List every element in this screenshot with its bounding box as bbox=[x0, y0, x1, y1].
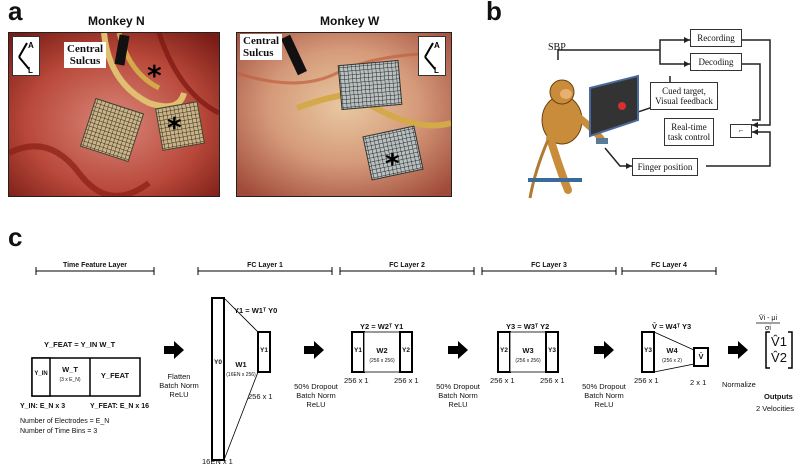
w4-label: W4(256 x 2) bbox=[662, 346, 682, 364]
finger-position-box: Finger position bbox=[632, 158, 698, 176]
photo-title-monkey-w: Monkey W bbox=[320, 14, 380, 28]
fc4-y3-dim: 256 x 1 bbox=[634, 376, 659, 385]
svg-text:*: * bbox=[385, 147, 400, 180]
brain-photo-n: * * bbox=[9, 33, 219, 196]
y3-label: Y3 bbox=[548, 347, 556, 354]
time-feature-layer-title: Time Feature Layer bbox=[62, 262, 128, 269]
central-sulcus-label-w: Central Sulcus bbox=[240, 34, 283, 60]
panel-label-b: b bbox=[486, 0, 502, 26]
monkey-icon bbox=[528, 79, 608, 199]
arrow-icon-5 bbox=[728, 341, 748, 359]
switch-icon: ⌐ bbox=[738, 126, 744, 135]
fc3-y2-label: Y2 bbox=[500, 347, 508, 354]
w1-label: W1(16EN x 256) bbox=[226, 360, 256, 378]
fc-layer-3-title: FC Layer 3 bbox=[531, 262, 567, 269]
y0-dim: 16EN x 1 bbox=[202, 457, 233, 466]
num-time-bins: Number of Time Bins = 3 bbox=[20, 428, 98, 435]
monitor-icon bbox=[589, 74, 639, 138]
y2-label: Y2 bbox=[402, 347, 410, 354]
w2-label: W2(256 x 256) bbox=[369, 346, 395, 364]
arrow-icon-2 bbox=[304, 341, 324, 359]
fc2-y1-dim: 256 x 1 bbox=[344, 376, 369, 385]
panel-label-a: a bbox=[8, 0, 23, 26]
brain-photo-w: * bbox=[237, 33, 451, 196]
y2-equation: Y2 = W2ᵀ Y1 bbox=[360, 322, 404, 331]
fc-layer-4-title: FC Layer 4 bbox=[651, 262, 687, 269]
photo-title-monkey-n: Monkey N bbox=[88, 14, 145, 28]
v-equation: V̄ = W4ᵀ Y3 bbox=[652, 322, 692, 331]
flatten-label: Flatten Batch Norm ReLU bbox=[159, 372, 199, 399]
y0-label: Y0 bbox=[214, 359, 222, 366]
yin-dim: Y_IN: E_N x 3 bbox=[20, 403, 66, 410]
yfeat-dim: Y_FEAT: E_N x 16 bbox=[90, 403, 150, 410]
output-v2: V̂2 bbox=[771, 350, 787, 365]
arrow-icon-4 bbox=[594, 341, 614, 359]
svg-text:A: A bbox=[434, 41, 440, 50]
svg-text:L: L bbox=[434, 66, 439, 75]
cued-target-box: Cued target, Visual feedback bbox=[650, 82, 718, 110]
vbar-label: V̄ bbox=[698, 352, 704, 361]
svg-text:L: L bbox=[28, 66, 33, 75]
realtime-task-box: Real-time task control bbox=[664, 118, 714, 146]
dropout-label-2: 50% Dropout Batch Norm ReLU bbox=[436, 382, 480, 409]
recording-box: Recording bbox=[690, 29, 742, 47]
compass-icon-w: A L bbox=[418, 36, 446, 76]
photo-monkey-n: * * bbox=[8, 32, 220, 197]
fc-layer-1-title: FC Layer 1 bbox=[247, 262, 283, 269]
yfeat-equation: Y_FEAT = Y_IN W_T bbox=[44, 340, 116, 349]
wt-label: W_T(3 x E_N) bbox=[59, 365, 81, 383]
central-sulcus-label-n: Central Sulcus bbox=[64, 42, 107, 68]
num-electrodes: Number of Electrodes = E_N bbox=[20, 418, 110, 425]
norm-fraction-bottom: σi bbox=[765, 325, 771, 332]
y1-dim: 256 x 1 bbox=[248, 392, 273, 401]
photo-monkey-w: * bbox=[236, 32, 452, 197]
network-diagram bbox=[31, 267, 793, 461]
yfeat-label: Y_FEAT bbox=[100, 371, 130, 380]
y1-label: Y1 bbox=[260, 347, 268, 354]
outputs-label: Outputs bbox=[764, 392, 793, 401]
w3-label: W3(256 x 256) bbox=[515, 346, 541, 364]
switch-box: ⌐ bbox=[730, 124, 752, 138]
y1-equation: Y1 = W1ᵀ Y0 bbox=[234, 306, 278, 315]
dropout-label-3: 50% Dropout Batch Norm ReLU bbox=[582, 382, 626, 409]
decoding-box: Decoding bbox=[690, 53, 742, 71]
svg-text:*: * bbox=[167, 111, 182, 144]
y3-equation: Y3 = W3ᵀ Y2 bbox=[506, 322, 550, 331]
fc3-y2-dim: 256 x 1 bbox=[490, 376, 515, 385]
compass-icon-n: A L bbox=[12, 36, 40, 76]
fc2-y1-label: Y1 bbox=[354, 347, 362, 354]
v-dim: 2 x 1 bbox=[690, 378, 707, 387]
panel-label-c: c bbox=[8, 222, 23, 252]
sbp-label: SBP bbox=[548, 42, 566, 53]
fc2-y2-dim: 256 x 1 bbox=[394, 376, 419, 385]
yin-label: Y_IN bbox=[34, 371, 48, 377]
output-v1: V̂1 bbox=[771, 334, 787, 349]
fc3-y3-dim: 256 x 1 bbox=[540, 376, 565, 385]
norm-fraction-top: V̄i - μi bbox=[758, 315, 778, 322]
dropout-label-1: 50% Dropout Batch Norm ReLU bbox=[294, 382, 338, 409]
svg-text:*: * bbox=[147, 59, 162, 92]
fc-layer-2-title: FC Layer 2 bbox=[389, 262, 425, 269]
fc4-y3-label: Y3 bbox=[644, 347, 652, 354]
arrow-icon-1 bbox=[164, 341, 184, 359]
svg-text:A: A bbox=[28, 41, 34, 50]
velocities-label: 2 Velocities bbox=[756, 404, 794, 413]
arrow-icon-3 bbox=[448, 341, 468, 359]
normalize-label: Normalize bbox=[722, 380, 756, 389]
